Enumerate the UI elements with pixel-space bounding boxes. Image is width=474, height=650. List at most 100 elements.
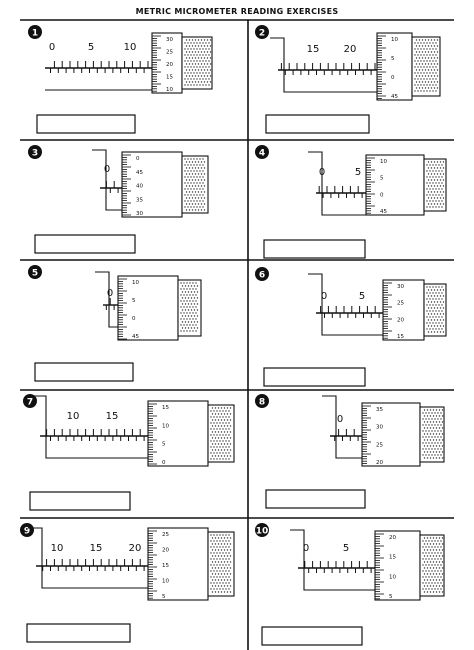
knurl-dot <box>222 576 224 578</box>
knurl-dot <box>436 69 439 71</box>
knurl-dot <box>220 549 223 551</box>
knurl-dot <box>430 161 433 163</box>
knurl-dot <box>422 454 424 456</box>
exercise-number-badge <box>28 265 42 279</box>
knurl-dot <box>223 585 226 587</box>
knurl-dot <box>415 45 418 47</box>
knurl-dot <box>219 552 221 554</box>
knurl-dot <box>424 75 427 77</box>
knurl-dot <box>430 173 433 175</box>
knurl-dot <box>418 39 421 41</box>
knurl-dot <box>424 63 427 65</box>
knurl-dot <box>436 63 439 65</box>
answer-box[interactable] <box>263 239 366 259</box>
knurl-dot <box>425 582 427 584</box>
knurl-dot <box>438 310 440 312</box>
knurl-dot <box>427 185 430 187</box>
knurl-dot <box>226 437 229 439</box>
knurl-dot <box>220 455 223 457</box>
knurl-dot <box>421 69 424 71</box>
knurl-dot <box>423 60 425 62</box>
answer-box[interactable] <box>29 491 131 511</box>
knurl-dot <box>434 448 436 450</box>
thimble-number: 15 <box>162 405 169 411</box>
knurl-dot <box>434 424 436 426</box>
answer-box[interactable] <box>263 367 366 387</box>
knurl-dot <box>435 310 437 312</box>
knurl-dot <box>432 445 435 447</box>
knurl-dot <box>197 197 200 199</box>
knurl-dot <box>200 63 203 65</box>
knurl-dot <box>194 209 197 211</box>
knurl-dot <box>203 63 206 65</box>
knurl-dot <box>191 197 194 199</box>
answer-box[interactable] <box>36 114 136 134</box>
knurl-dot <box>421 45 424 47</box>
knurl-dot <box>432 176 434 178</box>
knurl-dot <box>193 42 195 44</box>
knurl-dot <box>195 288 197 290</box>
knurl-dot <box>225 588 227 590</box>
knurl-dot <box>186 300 188 302</box>
knurl-dot <box>417 54 419 56</box>
knurl-dot <box>417 42 419 44</box>
knurl-dot <box>429 457 432 459</box>
knurl-dot <box>220 543 223 545</box>
answer-box[interactable] <box>261 626 363 646</box>
sleeve-number: 15 <box>307 44 320 55</box>
knurl-dot <box>441 427 444 429</box>
knurl-dot <box>213 558 215 560</box>
answer-box[interactable] <box>265 489 366 509</box>
answer-box[interactable] <box>34 234 136 254</box>
knurl-dot <box>228 558 230 560</box>
knurl-dot <box>439 307 442 309</box>
knurl-dot <box>184 182 186 184</box>
knurl-dot <box>423 561 426 563</box>
knurl-dot <box>210 582 212 584</box>
knurl-dot <box>421 57 424 59</box>
knurl-dot <box>426 445 429 447</box>
knurl-dot <box>205 48 207 50</box>
knurl-dot <box>435 48 437 50</box>
thimble-number: 30 <box>136 211 143 217</box>
knurl-dot <box>438 286 440 288</box>
thimble-number: 15 <box>389 555 396 561</box>
answer-box[interactable] <box>26 623 131 643</box>
knurl-dot <box>426 310 428 312</box>
knurl-dot <box>210 440 212 442</box>
knurl-dot <box>194 161 197 163</box>
knurl-dot <box>225 558 227 560</box>
knurl-dot <box>432 439 435 441</box>
knurl-dot <box>228 458 230 460</box>
knurl-dot <box>432 304 434 306</box>
knurl-dot <box>229 455 232 457</box>
answer-box[interactable] <box>34 362 134 382</box>
answer-box[interactable] <box>265 114 370 134</box>
knurl-dot <box>213 458 215 460</box>
knurl-dot <box>428 540 430 542</box>
knurl-dot <box>213 434 215 436</box>
knurl-dot <box>441 292 443 294</box>
thimble <box>376 32 413 101</box>
knurl-dot <box>194 191 197 193</box>
knurl-dot <box>222 552 224 554</box>
knurl-dot <box>420 66 422 68</box>
thimble <box>374 530 421 601</box>
knurl-dot <box>202 158 204 160</box>
knurl-dot <box>206 57 209 59</box>
knurl-dot <box>194 179 197 181</box>
knurl-dot <box>429 42 431 44</box>
knurl-dot <box>433 161 436 163</box>
knurl-dot <box>184 327 187 329</box>
knurl-dot <box>431 436 433 438</box>
knurl-dot <box>423 579 426 581</box>
knurl-dot <box>199 194 201 196</box>
knurl-dot <box>437 442 439 444</box>
knurl-dot <box>437 558 439 560</box>
knurl-dot <box>430 197 433 199</box>
knurl-dot <box>189 324 191 326</box>
knurl-dot <box>440 570 442 572</box>
knurl-dot <box>431 454 433 456</box>
knurl-dot <box>441 304 443 306</box>
